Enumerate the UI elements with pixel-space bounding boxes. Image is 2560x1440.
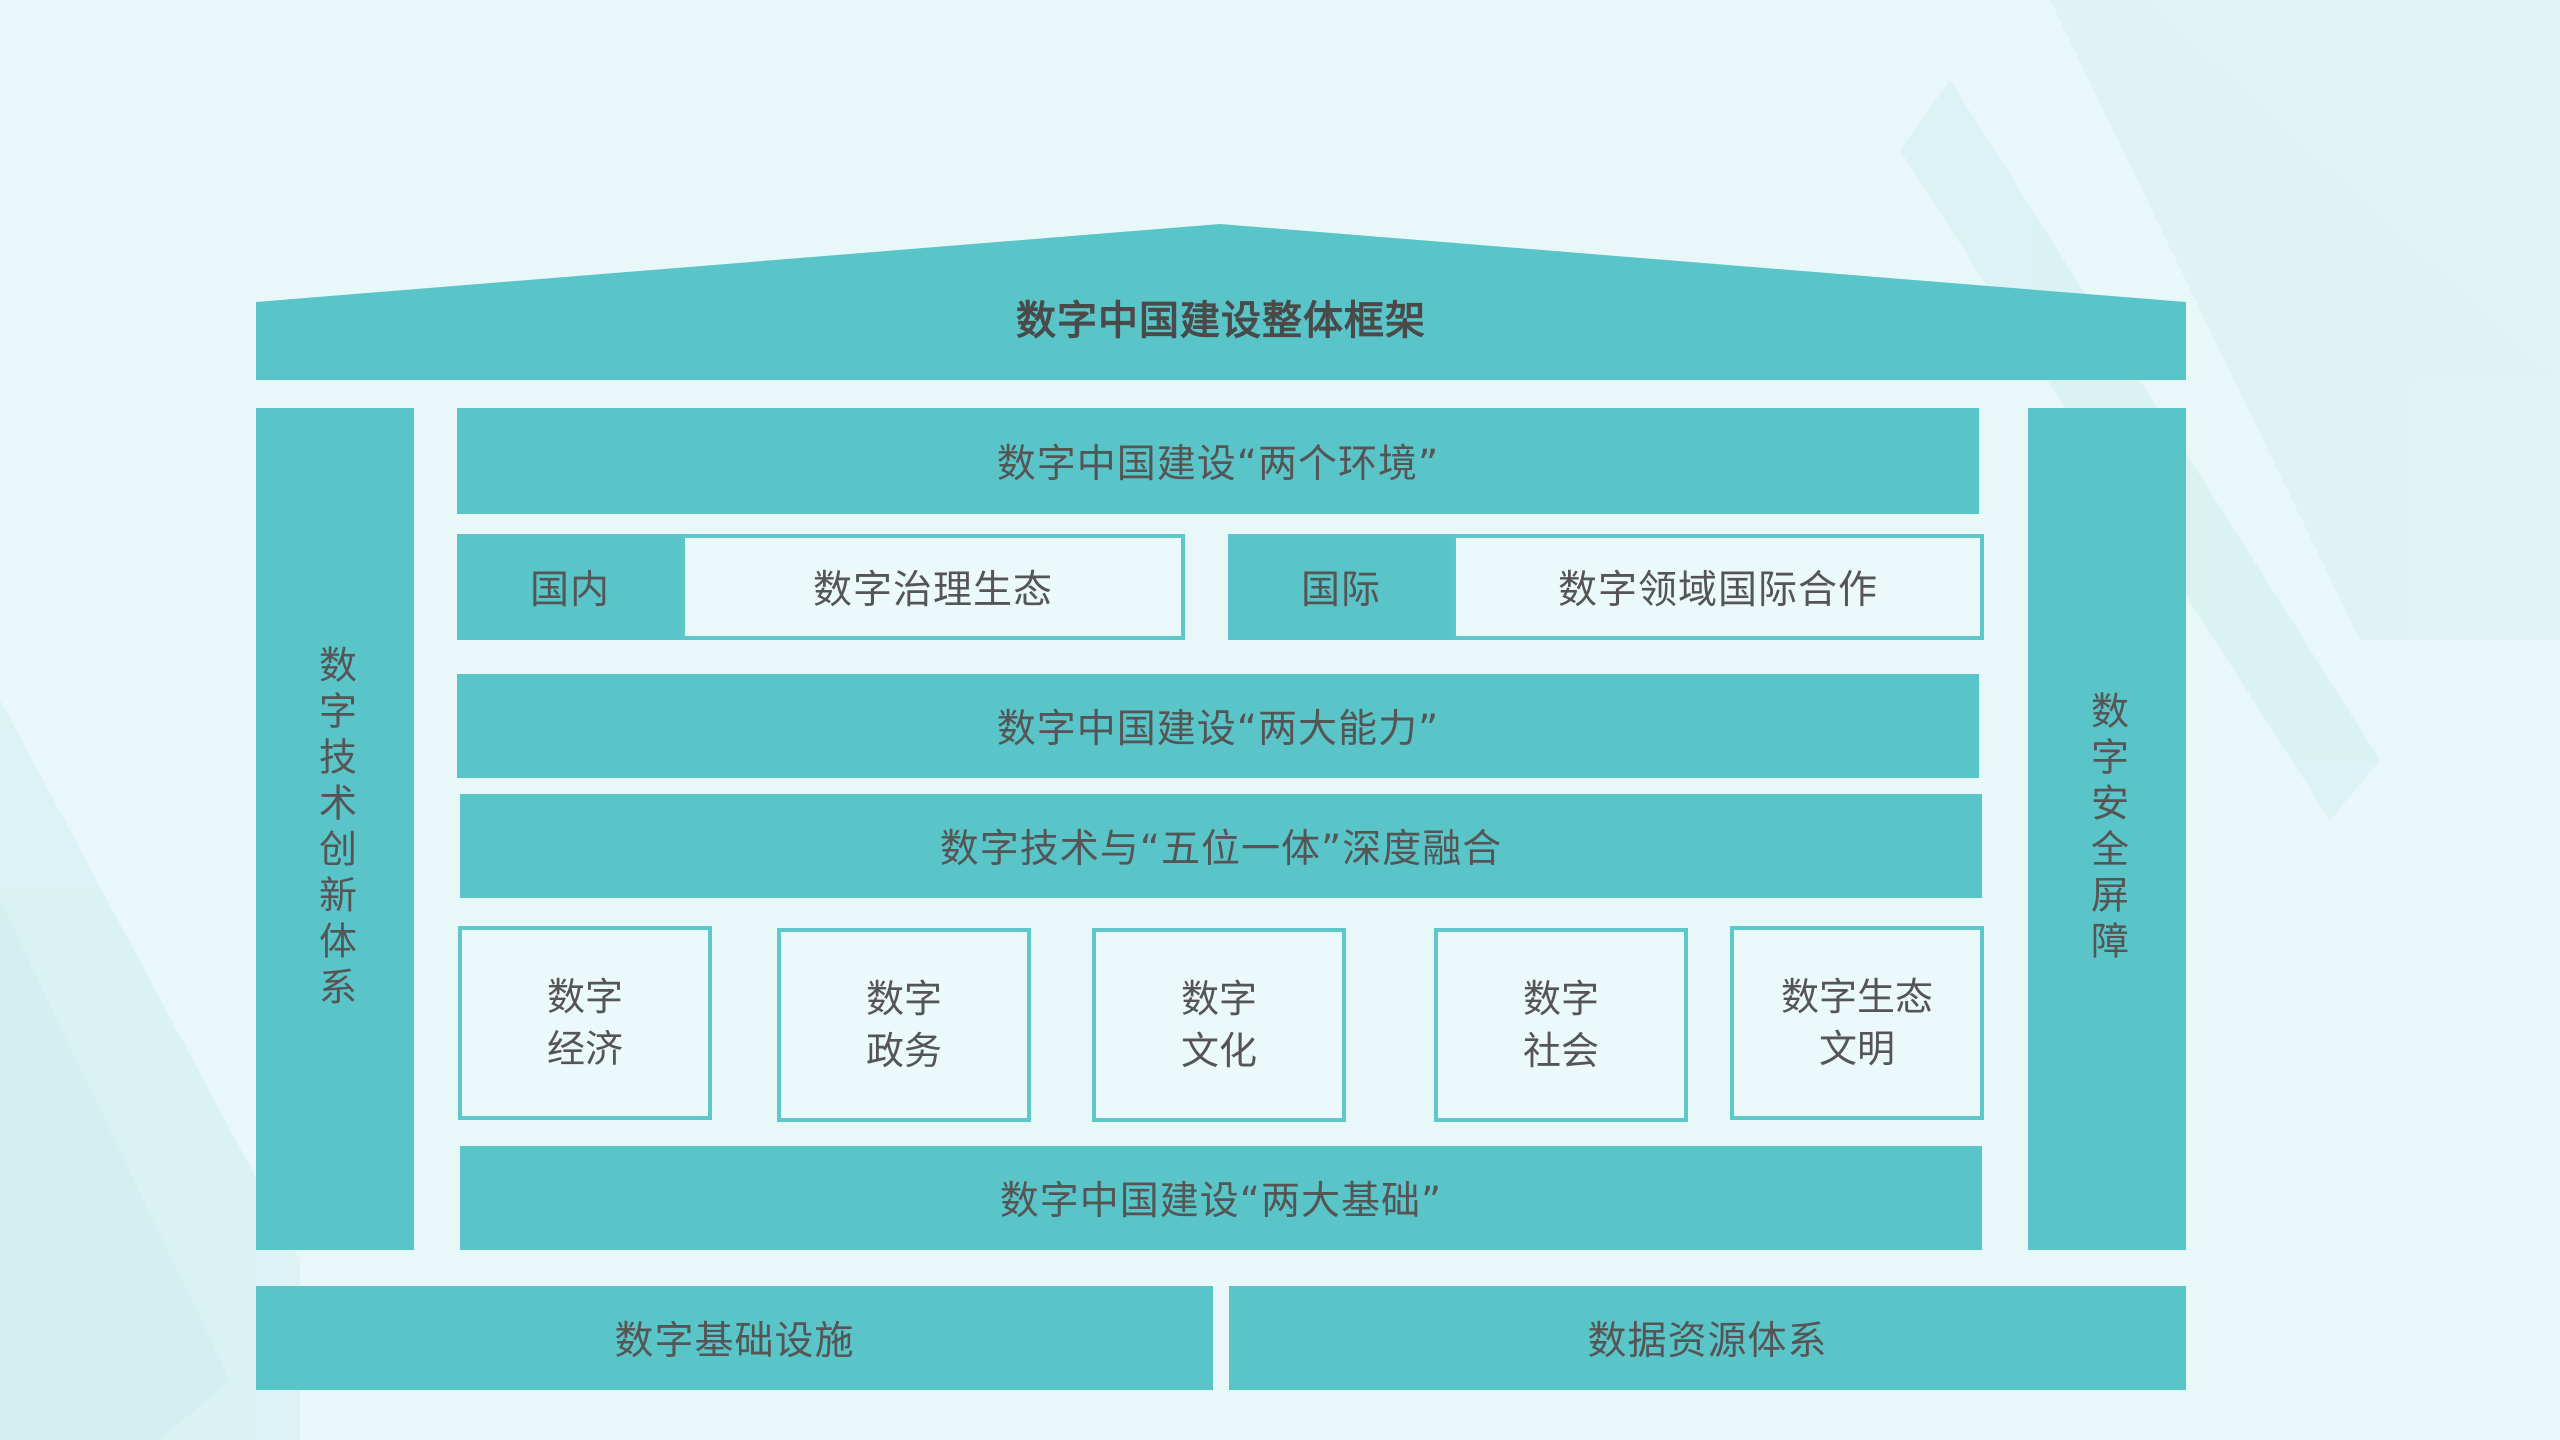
left-pillar-label: 数字技术创新体系 bbox=[312, 645, 357, 1013]
integration-item-culture: 数字 文化 bbox=[1092, 928, 1346, 1122]
integration-item-ecology: 数字生态 文明 bbox=[1730, 926, 1984, 1120]
base-digital-infrastructure: 数字基础设施 bbox=[256, 1286, 1213, 1390]
domestic-tag: 国内 bbox=[457, 534, 683, 640]
capabilities-banner: 数字中国建设“两大能力” bbox=[457, 674, 1979, 778]
integration-banner: 数字技术与“五位一体”深度融合 bbox=[460, 794, 1982, 898]
integration-item-economy: 数字 经济 bbox=[458, 926, 712, 1120]
base-data-resources: 数据资源体系 bbox=[1229, 1286, 2186, 1390]
integration-item-society: 数字 社会 bbox=[1434, 928, 1688, 1122]
integration-item-government: 数字 政务 bbox=[777, 928, 1031, 1122]
domestic-content-box: 数字治理生态 bbox=[681, 534, 1185, 640]
framework-title: 数字中国建设整体框架 bbox=[1016, 298, 1426, 344]
environment-banner: 数字中国建设“两个环境” bbox=[457, 408, 1979, 514]
right-pillar-security: 数字安全屏障 bbox=[2028, 408, 2186, 1250]
right-pillar-label: 数字安全屏障 bbox=[2084, 691, 2129, 967]
foundations-banner: 数字中国建设“两大基础” bbox=[460, 1146, 1982, 1250]
international-tag: 国际 bbox=[1228, 534, 1454, 640]
international-content-box: 数字领域国际合作 bbox=[1452, 534, 1984, 640]
left-pillar-tech-innovation: 数字技术创新体系 bbox=[256, 408, 414, 1250]
